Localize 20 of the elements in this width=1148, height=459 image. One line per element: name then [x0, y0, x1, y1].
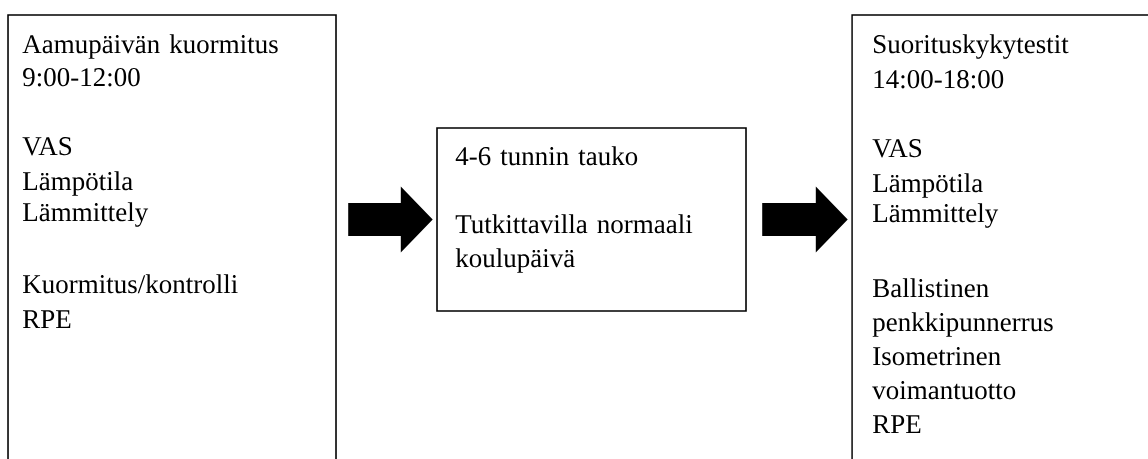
list-item: Lämmittely — [873, 203, 999, 228]
list-item: VAS — [872, 139, 922, 158]
box-heading: 4-6 tunnin tauko — [455, 146, 638, 166]
stage-box — [851, 14, 1148, 459]
box-heading: Suorituskykytestit — [874, 34, 1069, 59]
list-item: Isometrinen voimantuotto — [872, 347, 1016, 400]
box-heading: Aamupäivän kuormitus — [22, 34, 278, 59]
list-item: Lämpötila — [23, 171, 133, 196]
list-item: RPE — [23, 310, 71, 328]
list-item: Ballistinen penkkipunnerrus — [872, 278, 1053, 337]
stage-box — [7, 14, 337, 459]
time-range: 14:00-18:00 — [874, 70, 1004, 89]
stage-box — [436, 127, 747, 312]
list-item: RPE — [873, 415, 921, 433]
list-item: Lämpötila — [873, 173, 983, 198]
time-range: 9:00-12:00 — [23, 68, 140, 87]
list-item: Lämmittely — [23, 202, 149, 227]
note: Tutkittavilla normaali koulupäivä — [455, 214, 693, 273]
list-item: Kuormitus/kontrolli — [23, 274, 238, 294]
list-item: VAS — [22, 137, 72, 156]
